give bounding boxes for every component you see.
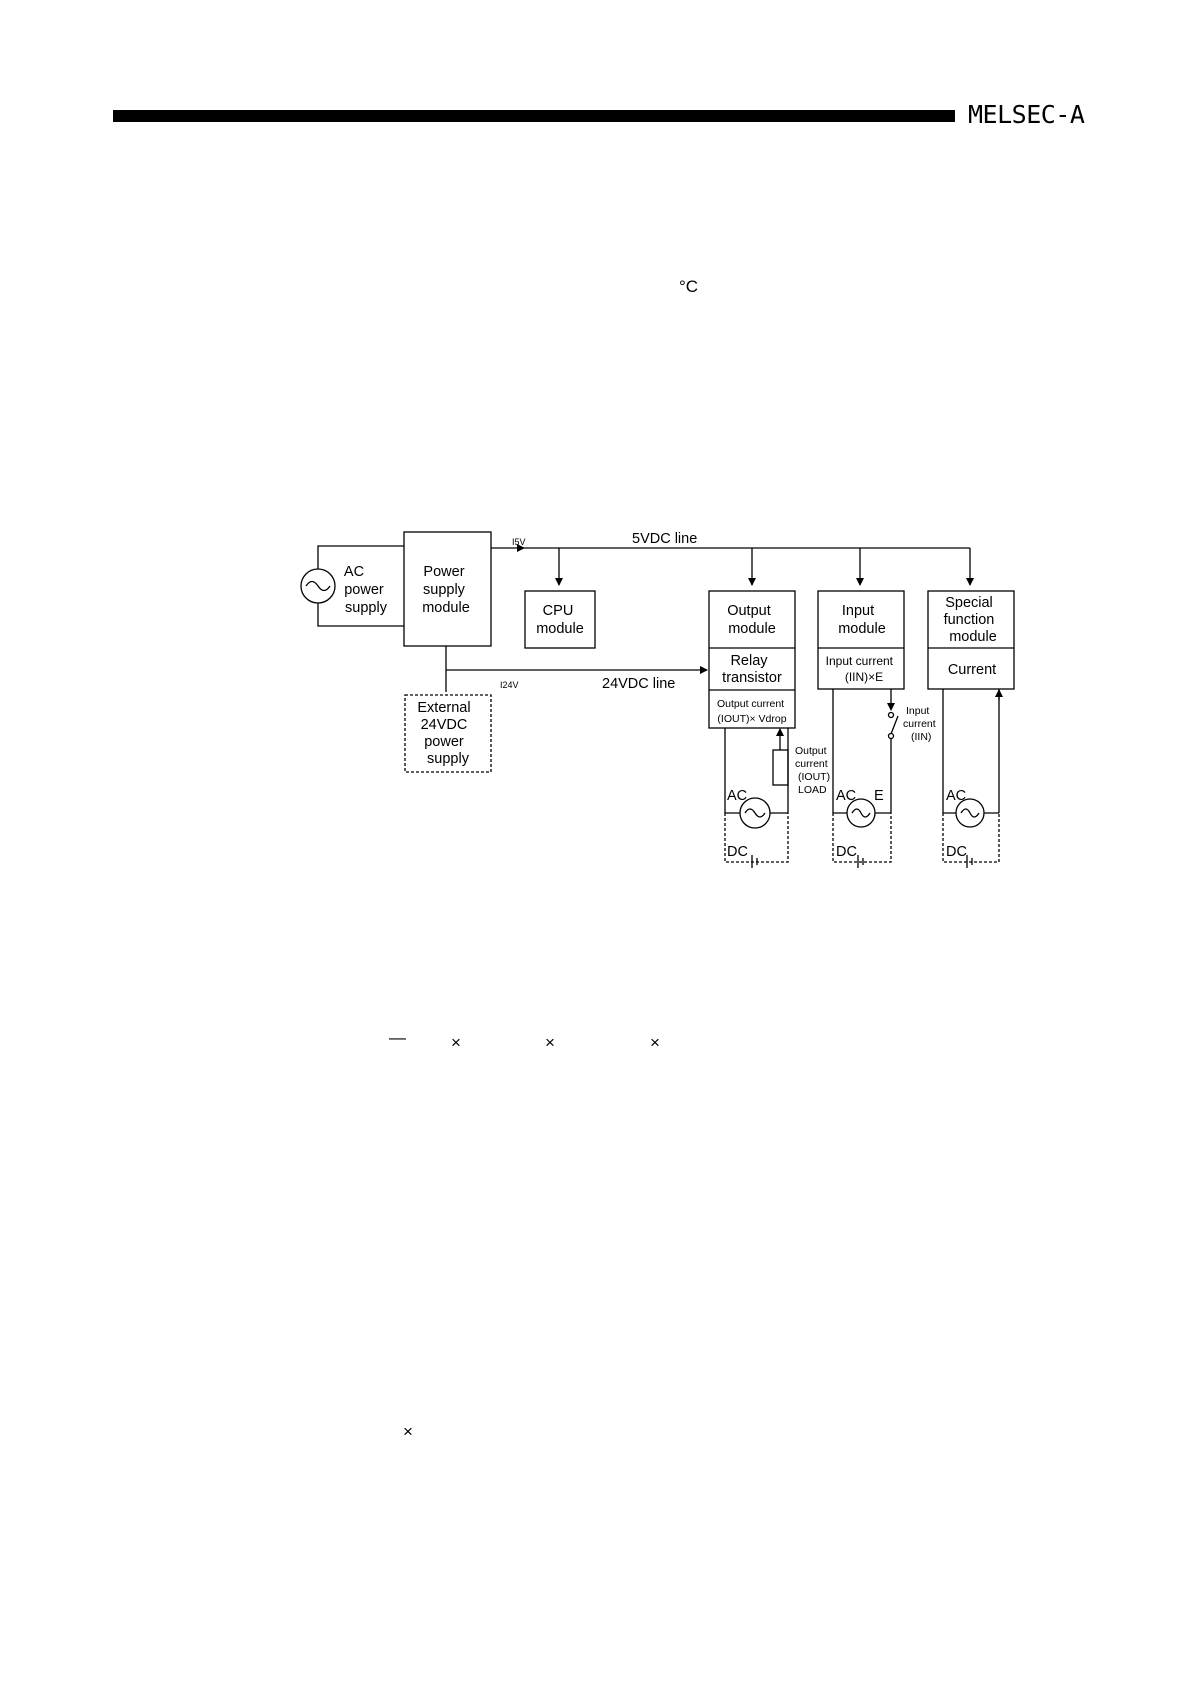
header-title: MELSEC-A bbox=[968, 100, 1085, 129]
ac-source-label: AC power supply bbox=[344, 564, 388, 616]
special-ac-label: AC bbox=[946, 788, 966, 804]
header-rule bbox=[113, 110, 955, 122]
cpu-module-label: CPU module bbox=[536, 603, 584, 637]
multiply-sign: × bbox=[403, 1422, 413, 1441]
24vdc-line-label: 24VDC line bbox=[602, 676, 675, 692]
input-ac-label: AC bbox=[836, 788, 856, 804]
multiply-sign: × bbox=[650, 1033, 660, 1052]
input-current-e-label: Input current (IIN)×E bbox=[826, 654, 897, 684]
multiply-sign: × bbox=[451, 1033, 461, 1052]
relay-transistor-label: Relay transistor bbox=[722, 653, 782, 686]
i24v-label: I24V bbox=[500, 680, 519, 690]
power-supply-module-label: Power supply module bbox=[422, 564, 470, 616]
input-module-label: Input module bbox=[838, 603, 886, 637]
output-current-vdrop-label: Output current (IOUT)× Vdrop bbox=[717, 698, 787, 725]
input-dc-label: DC bbox=[836, 844, 857, 860]
output-current-load-label: Output current (IOUT) LOAD bbox=[795, 745, 833, 796]
formula-fraction-bar: — bbox=[389, 1028, 406, 1047]
current-label: Current bbox=[948, 662, 996, 678]
output-module-label: Output module bbox=[727, 603, 776, 637]
special-function-module-label: Special function module bbox=[944, 595, 999, 645]
degree-celsius-symbol: °C bbox=[679, 277, 699, 296]
external-24vdc-box bbox=[404, 694, 492, 773]
input-module-box bbox=[817, 590, 905, 690]
input-e-label: E bbox=[874, 788, 884, 804]
power-supply-module-box bbox=[403, 531, 492, 647]
output-module-box bbox=[708, 590, 796, 729]
i5v-label: I5V bbox=[512, 537, 526, 547]
external-24vdc-label: External 24VDC power supply bbox=[417, 700, 474, 767]
output-ac-label: AC bbox=[727, 788, 747, 804]
5vdc-line-label: 5VDC line bbox=[632, 531, 697, 547]
multiply-sign: × bbox=[545, 1033, 555, 1052]
output-dc-label: DC bbox=[727, 844, 748, 860]
special-dc-label: DC bbox=[946, 844, 967, 860]
special-function-module-box bbox=[927, 590, 1015, 690]
input-current-side-label: Input current (IIN) bbox=[903, 705, 939, 743]
cpu-module-box bbox=[524, 590, 596, 649]
